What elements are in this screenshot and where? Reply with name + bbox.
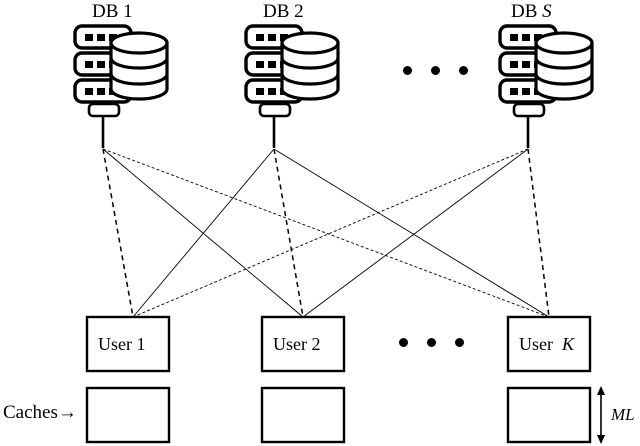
db-label-2: DB 2: [263, 1, 304, 22]
ellipsis-dot: [427, 338, 436, 347]
cache-box-2[interactable]: [260, 386, 346, 444]
user-label-1: User 1: [98, 334, 146, 354]
user-box-3[interactable]: [506, 315, 592, 373]
user-box-1[interactable]: [85, 315, 171, 373]
link-dbS-user2: [302, 148, 529, 318]
link-db1-userK: [102, 148, 550, 318]
ellipsis-dot: [431, 66, 440, 75]
link-db2-user2: [273, 148, 304, 318]
cache-box-3[interactable]: [506, 386, 592, 444]
link-db2-userK: [273, 148, 550, 318]
db-label-1: DB 1: [92, 1, 133, 22]
user-box-2[interactable]: [260, 315, 346, 373]
user-label-2: User 2: [273, 334, 321, 354]
link-dbS-userK: [527, 148, 550, 318]
ellipsis-dot: [403, 66, 412, 75]
caches-label: Caches→: [3, 402, 77, 423]
database-ellipsis: [403, 66, 468, 75]
ellipsis-dot: [459, 66, 468, 75]
link-db1-user1: [102, 148, 134, 318]
link-dbS-user1: [132, 148, 529, 318]
ellipsis-dot: [455, 338, 464, 347]
cache-box-1[interactable]: [85, 386, 171, 444]
cache-size-label: ML: [611, 405, 635, 424]
cache-size-arrow: [597, 386, 605, 444]
ellipsis-dot: [399, 338, 408, 347]
user-label-3: User K: [519, 334, 575, 354]
db-label-3: DB S: [511, 1, 552, 22]
caches-arrow-icon: →: [57, 402, 77, 423]
link-db2-user1: [132, 148, 275, 318]
user-ellipsis: [399, 338, 464, 347]
